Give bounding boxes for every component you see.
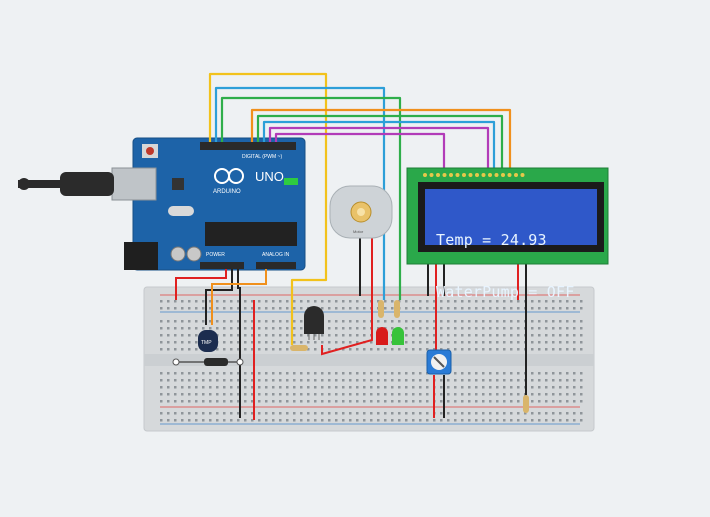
power-wires[interactable] — [175, 238, 527, 420]
wire-purple-b[interactable] — [274, 132, 446, 172]
usb-cable — [60, 172, 114, 196]
temperature-sensor[interactable]: TMP — [198, 330, 218, 352]
digital-header-label: DIGITAL (PWM ~) — [242, 154, 282, 160]
arduino-uno-board[interactable]: ARDUINO UNO DIGITAL (PWM ~) POWER ANALOG… — [18, 137, 306, 271]
usb-port — [111, 167, 157, 201]
led-red[interactable] — [376, 327, 388, 345]
arduino-brand-label: ARDUINO — [213, 189, 241, 195]
lcd-pins — [423, 173, 525, 177]
resistors[interactable] — [290, 300, 529, 413]
analog-header[interactable] — [256, 262, 296, 269]
dc-motor[interactable]: Motor — [329, 185, 393, 239]
breadboard[interactable] — [143, 286, 595, 432]
power-header[interactable] — [200, 262, 244, 269]
digital-header[interactable] — [200, 142, 296, 150]
led-green[interactable] — [392, 327, 404, 345]
resistor-1[interactable] — [290, 345, 308, 351]
lcd-screen — [425, 189, 597, 245]
transistor[interactable] — [304, 306, 324, 340]
lcd-line-2: WaterPump = OFF — [436, 283, 575, 301]
reset-button[interactable] — [146, 147, 154, 155]
atmega-chip — [205, 222, 297, 246]
lcd-16x2[interactable] — [406, 167, 609, 265]
resistor-3[interactable] — [394, 300, 400, 318]
arduino-model-label: UNO — [255, 169, 284, 184]
wire-orange[interactable] — [250, 108, 512, 172]
wire-purple-a[interactable] — [268, 126, 490, 172]
push-switch[interactable] — [172, 358, 244, 366]
leds[interactable] — [376, 327, 404, 345]
wire-green-b[interactable] — [256, 114, 504, 172]
svg-text:TMP: TMP — [201, 340, 212, 346]
breadboard-holes — [160, 300, 583, 422]
wire-blue-b[interactable] — [262, 120, 496, 172]
wire-green-a[interactable] — [220, 96, 402, 300]
power-jack — [124, 242, 158, 270]
lcd-text: Temp = 24.93 WaterPump = OFF — [436, 198, 600, 319]
power-header-label: POWER — [206, 252, 225, 258]
motor-label: Motor — [353, 229, 364, 234]
resistor-4[interactable] — [523, 395, 529, 413]
potentiometer[interactable] — [426, 349, 452, 375]
resistor-2[interactable] — [378, 300, 384, 318]
signal-wires[interactable] — [208, 72, 512, 345]
lcd-line-1: Temp = 24.93 — [436, 231, 547, 249]
wire-yellow[interactable] — [208, 72, 328, 345]
analog-header-label: ANALOG IN — [262, 252, 290, 258]
